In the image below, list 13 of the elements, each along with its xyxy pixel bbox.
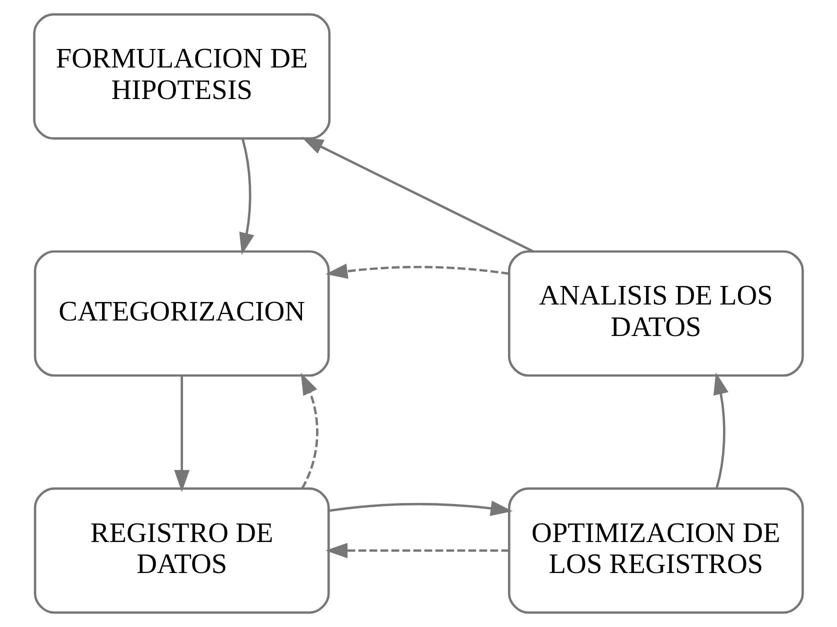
arrow [239, 138, 254, 255]
arrow [300, 372, 318, 489]
arrow [174, 376, 190, 492]
node-box: CATEGORIZACION [34, 250, 330, 377]
node-box: REGISTRO DE DATOS [34, 487, 330, 614]
arrow [326, 264, 510, 279]
node-box: ANALISIS DE LOS DATOS [508, 250, 804, 377]
arrow [301, 136, 534, 252]
node-box: OPTIMIZACION DE LOS REGISTROS [508, 487, 804, 614]
arrow [326, 542, 510, 558]
node-box: FORMULACION DE HIPOTESIS [33, 13, 331, 140]
arrow [328, 500, 513, 516]
arrow [713, 372, 728, 489]
